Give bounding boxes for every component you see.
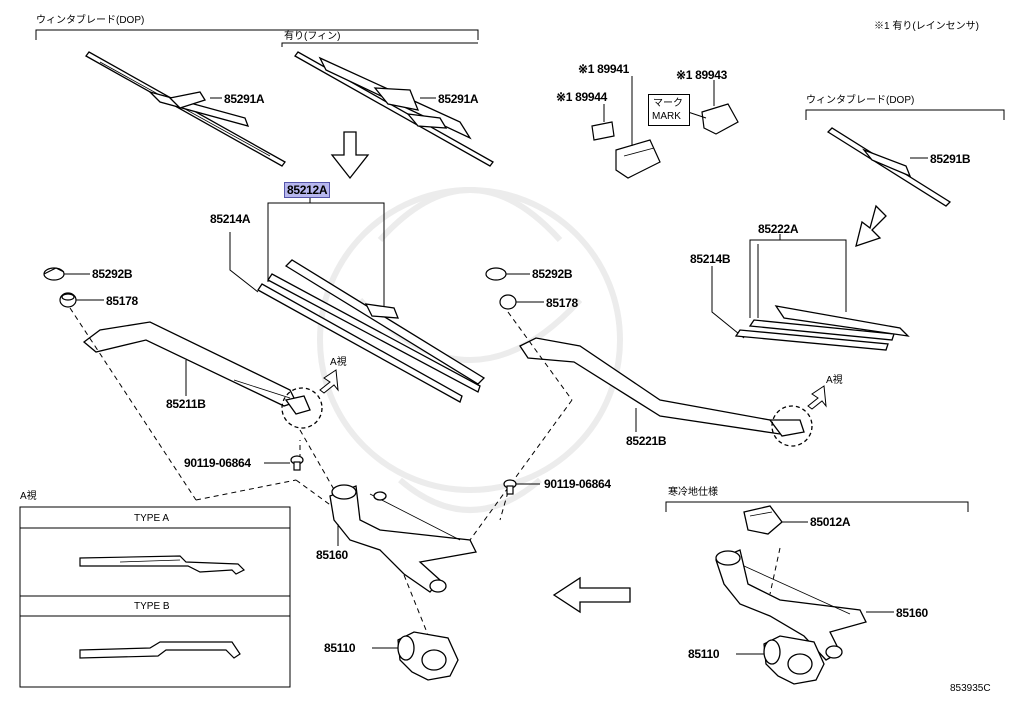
view-a-arrow-left (319, 369, 339, 394)
pad-89944 (591, 121, 615, 141)
header-left-bracket-label: ウィンタブレード(DOP) (36, 15, 145, 26)
header-note-top-right: ※1 有り(レインセンサ) (874, 21, 979, 32)
view-a-circle-left (281, 387, 323, 429)
heater-85012A (743, 505, 783, 535)
wiper-blade-85291B (826, 127, 952, 207)
bolt-90119-06864-right (503, 479, 517, 495)
part-label-85110-right[interactable]: 85110 (688, 647, 720, 661)
part-label-85160-left[interactable]: 85160 (316, 548, 348, 562)
mark-label-en: MARK (652, 111, 681, 122)
right-bracket (805, 109, 1005, 120)
part-label-bolt-left[interactable]: 90119-06864 (184, 456, 251, 470)
type-b-tip (79, 641, 241, 659)
view-a-label-left: A視 (330, 357, 347, 368)
front-wiper-blade (257, 259, 486, 403)
cover-89943 (701, 103, 739, 135)
part-label-85291A-left[interactable]: 85291A (224, 92, 265, 106)
wiper-motor-85110-right (763, 635, 825, 685)
view-a-arrow-right (807, 385, 827, 410)
wiper-blade-left-top (85, 51, 286, 167)
part-label-85291A-right[interactable]: 85291A (438, 92, 479, 106)
part-label-85012A[interactable]: 85012A (810, 515, 851, 529)
part-label-85292B-right[interactable]: 85292B (532, 267, 573, 281)
mark-label-box: マーク MARK (648, 94, 690, 126)
inset-type-b: TYPE B (134, 601, 170, 612)
bracket-85222A (711, 234, 847, 339)
nut-85178-right (499, 294, 517, 310)
wiper-linkage-85160-left (329, 484, 477, 593)
part-label-85291B[interactable]: 85291B (930, 152, 971, 166)
top-left-bracket (35, 29, 479, 47)
mark-label-jp: マーク (653, 98, 683, 109)
inset-title: A視 (20, 491, 37, 502)
part-label-85110-left[interactable]: 85110 (324, 641, 356, 655)
inset-type-a: TYPE A (134, 513, 170, 524)
header-right-bracket-label: ウィンタブレード(DOP) (806, 95, 915, 106)
part-label-85211B[interactable]: 85211B (166, 397, 206, 411)
nut-85178-left (59, 292, 77, 308)
part-label-85178-right[interactable]: 85178 (546, 296, 578, 310)
wiper-linkage-85160-right (715, 549, 867, 661)
header-cold-region-label: 寒冷地仕様 (668, 487, 718, 498)
part-label-85160-right[interactable]: 85160 (896, 606, 928, 620)
cap-85292B-right (485, 267, 507, 281)
drawing-number: 853935C (950, 683, 991, 694)
sensor-89941 (615, 139, 661, 179)
cap-85292B-left (43, 267, 65, 281)
wiper-blade-fin (294, 51, 494, 167)
wiper-arm-85211B (82, 321, 311, 415)
view-a-circle-right (771, 405, 813, 447)
part-label-85212A[interactable]: 85212A (284, 182, 331, 198)
part-label-85222A[interactable]: 85222A (758, 222, 799, 236)
part-label-89944[interactable]: ※1 89944 (556, 90, 608, 104)
left-arrow-hollow (552, 576, 631, 614)
part-label-89941[interactable]: ※1 89941 (578, 62, 630, 76)
header-fin-label: 有り(フィン) (284, 31, 341, 42)
bolt-90119-06864-left (290, 455, 304, 471)
part-label-85214A[interactable]: 85214A (210, 212, 251, 226)
part-label-bolt-right[interactable]: 90119-06864 (544, 477, 611, 491)
down-left-arrow-hollow (855, 204, 887, 247)
view-a-label-right: A視 (826, 375, 843, 386)
wiper-arm-85221B (519, 337, 805, 437)
wiper-motor-85110-left (397, 631, 459, 681)
part-label-85221B[interactable]: 85221B (626, 434, 667, 448)
type-a-tip (79, 555, 246, 575)
inset-view-a (19, 506, 291, 688)
rear-wiper-blade (734, 305, 910, 351)
part-label-85214B[interactable]: 85214B (690, 252, 731, 266)
part-label-89943[interactable]: ※1 89943 (676, 68, 728, 82)
part-label-85178-left[interactable]: 85178 (106, 294, 138, 308)
down-arrow-hollow (330, 131, 370, 180)
part-label-85292B-left[interactable]: 85292B (92, 267, 133, 281)
cold-region-bracket (665, 501, 969, 512)
